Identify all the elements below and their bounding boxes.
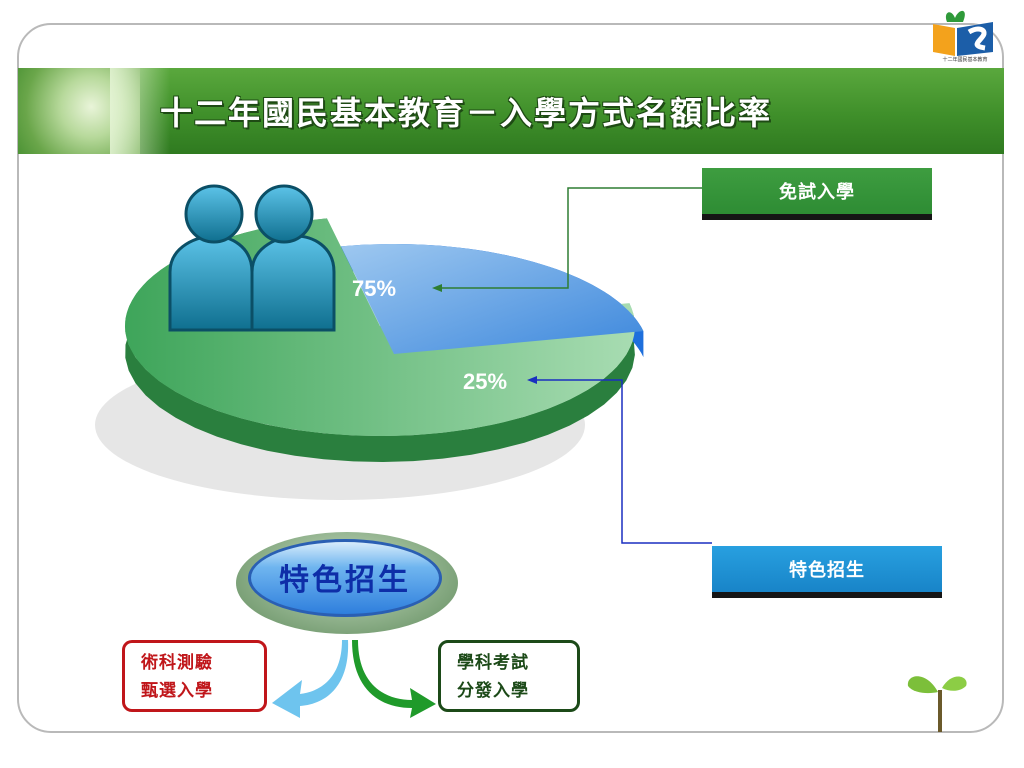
title-photo-fade — [110, 68, 170, 154]
arrow-blue — [527, 376, 537, 384]
arrow-right-curved-icon — [352, 640, 436, 718]
page-title: 十二年國民基本教育－入學方式名額比率 — [160, 94, 773, 132]
method-skill-test-line1: 術科測驗 — [141, 653, 213, 673]
special-admission-bubble-label: 特色招生 — [279, 563, 411, 598]
method-academic-exam: 學科考試 分發入學 — [438, 640, 580, 712]
legend-special-admission: 特色招生 — [712, 546, 942, 592]
special-admission-bubble-inner — [248, 539, 442, 617]
logo-caption: 十二年國民基本教育 — [942, 57, 988, 63]
connector-blue — [533, 379, 712, 544]
method-academic-exam-line1: 學科考試 — [457, 653, 529, 673]
slice-label-75: 75% — [352, 276, 396, 301]
method-skill-test: 術科測驗 甄選入學 — [122, 640, 267, 712]
people-icon — [168, 184, 336, 332]
logo-book-icon — [933, 10, 993, 56]
method-academic-exam-line2: 分發入學 — [457, 681, 529, 701]
pie-slice-25 — [341, 243, 644, 354]
slice-label-25: 25% — [463, 369, 507, 394]
connector-green — [438, 187, 702, 289]
seedling-icon — [907, 676, 967, 732]
arrow-green — [432, 284, 442, 292]
method-skill-test-line2: 甄選入學 — [141, 681, 213, 701]
legend-free-entry: 免試入學 — [702, 168, 932, 214]
arrow-left-curved-icon — [272, 640, 349, 718]
title-bar — [18, 68, 1004, 154]
